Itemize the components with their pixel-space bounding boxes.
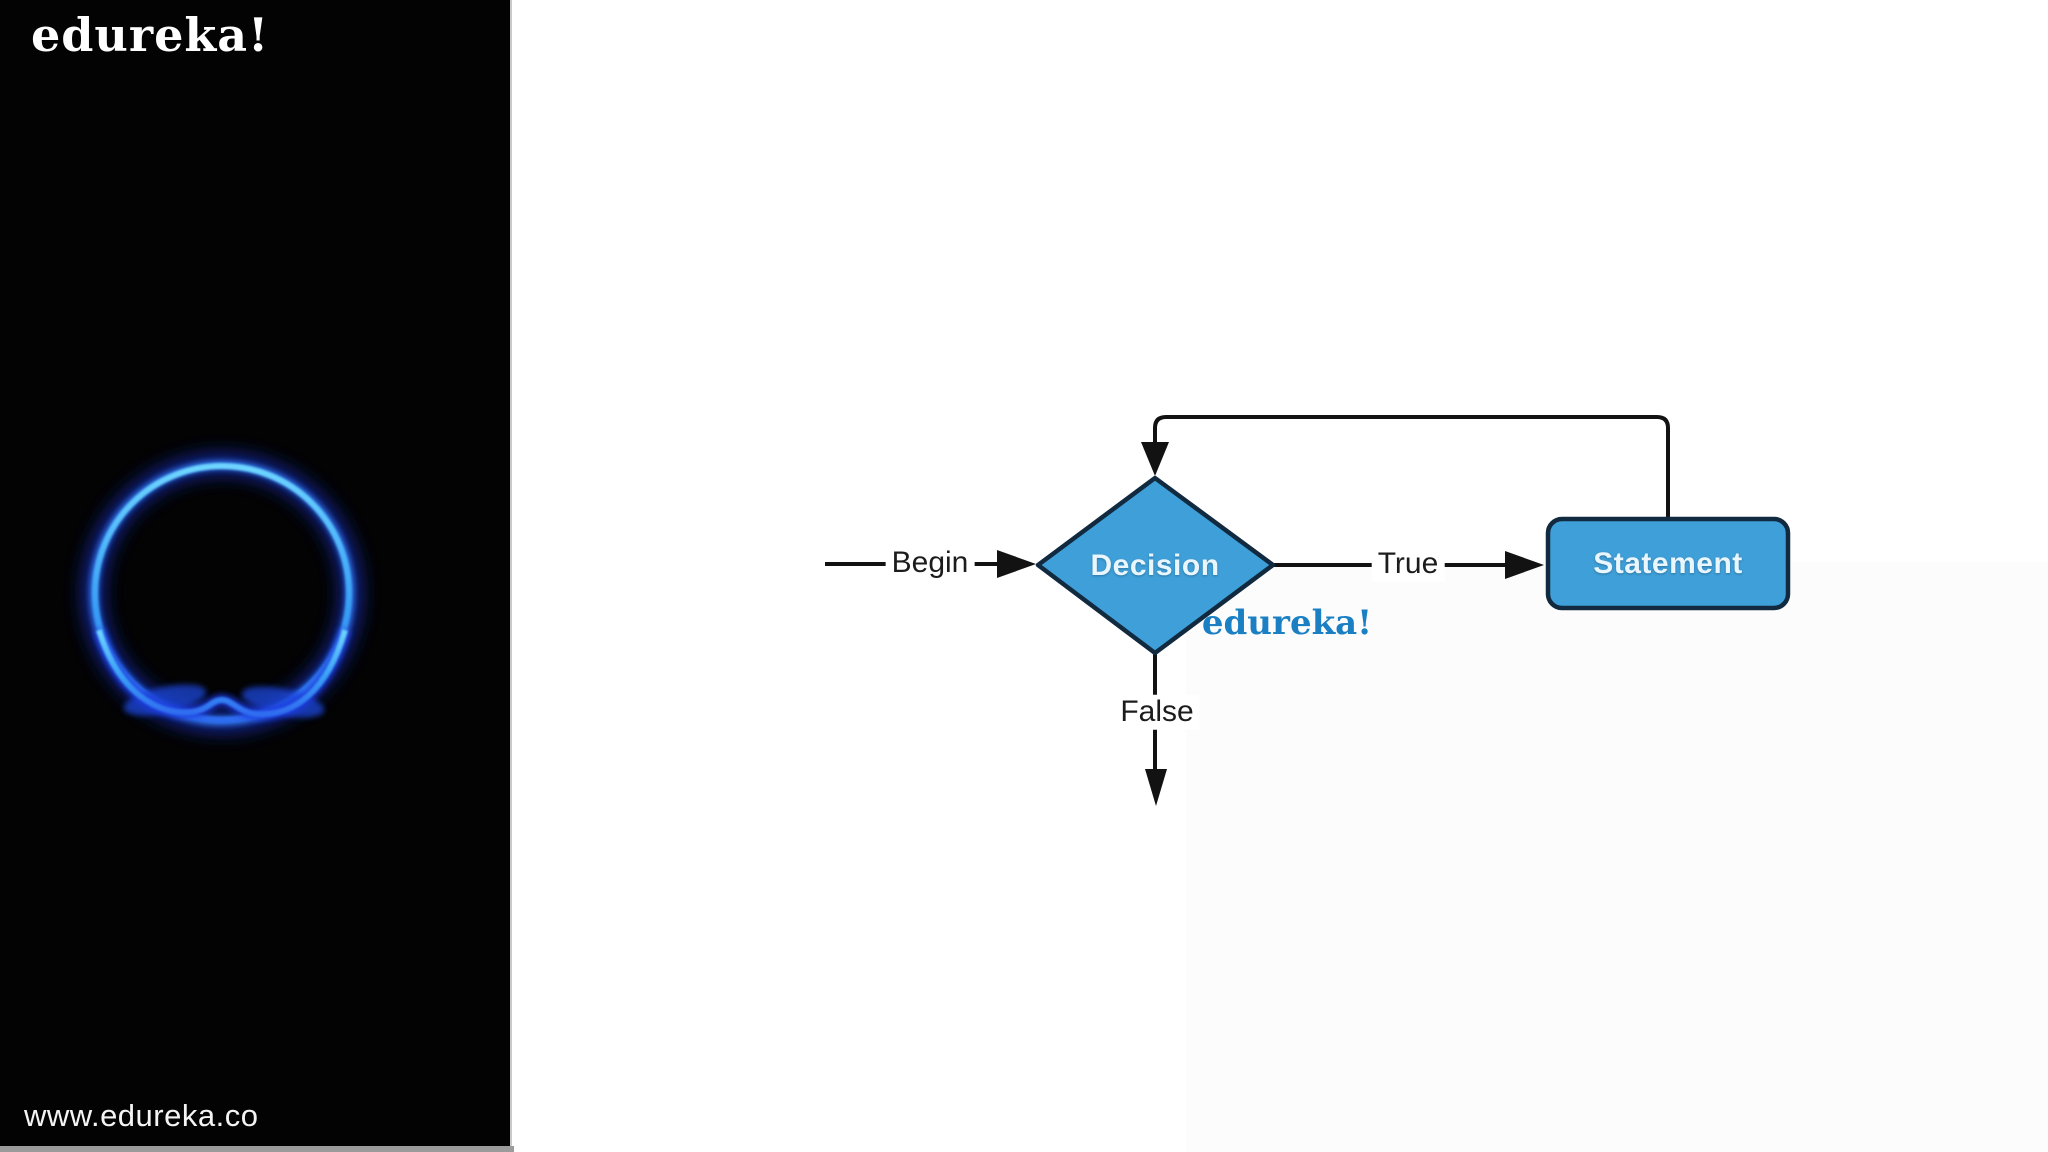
statement-node-label: Statement xyxy=(1593,547,1743,580)
decision-diamond xyxy=(1035,475,1276,656)
website-url: www.edureka.co xyxy=(24,1098,259,1133)
loopback-connector xyxy=(1141,415,1670,519)
false-connector xyxy=(1145,653,1167,806)
true-label: True xyxy=(1371,546,1445,582)
edureka-logo: edureka! xyxy=(31,8,270,62)
edureka-watermark: edureka! xyxy=(1201,603,1373,643)
decision-node-label: Decision xyxy=(1090,549,1220,582)
panel-bottom-strip xyxy=(0,1146,514,1152)
branding-panel: edureka! www.edureka.co xyxy=(0,0,512,1146)
begin-label: Begin xyxy=(885,545,975,581)
false-label: False xyxy=(1114,694,1200,730)
neon-ring-graphic xyxy=(85,456,359,730)
slide-backdrop xyxy=(1186,562,2048,1152)
statement-rect xyxy=(1545,516,1791,611)
